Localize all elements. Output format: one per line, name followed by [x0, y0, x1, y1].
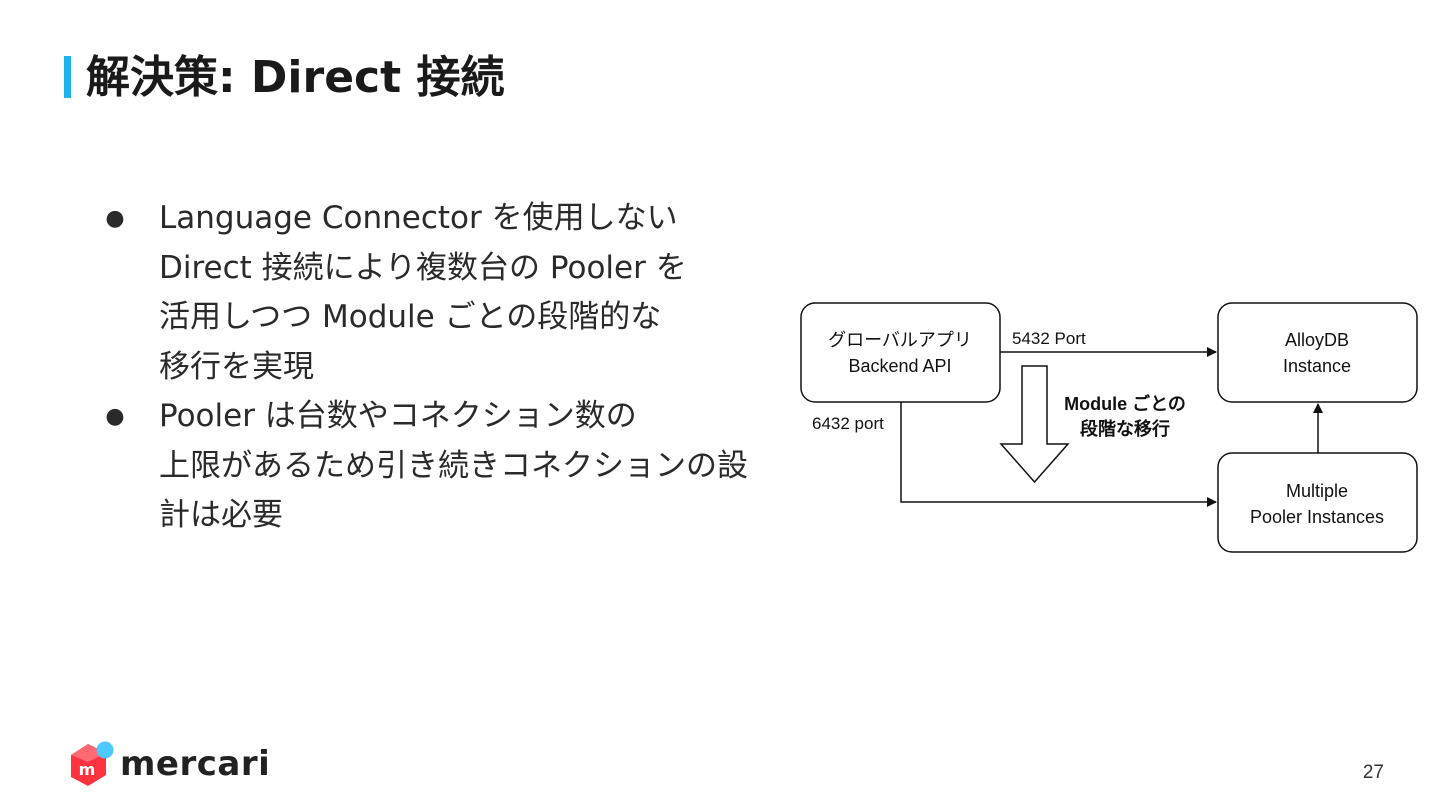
pooler-instances-node: Multiple Pooler Instances	[1217, 452, 1418, 553]
direct-port-label: 5432 Port	[1012, 329, 1086, 348]
pooler-node-label-1: Multiple	[1286, 481, 1348, 501]
slide-title: 解決策: Direct 接続	[86, 52, 505, 103]
bullet-marker: ●	[105, 206, 125, 231]
pooler-port-label: 6432 port	[812, 414, 884, 433]
alloydb-instance-node: AlloyDB Instance	[1217, 302, 1418, 403]
backend-api-node-label-1: グローバルアプリ	[828, 330, 972, 350]
bullet-line: 上限があるため引き続きコネクションの設	[159, 447, 748, 484]
migration-down-arrow-icon	[999, 365, 1070, 484]
bullet-line: Direct 接続により複数台の Pooler を	[159, 249, 687, 286]
mercari-logo-mark-icon: m	[71, 741, 114, 786]
title-accent-bar	[64, 56, 71, 98]
page-number: 27	[1362, 762, 1384, 783]
pooler-connection-arrow	[900, 402, 1217, 507]
bullet-marker: ●	[105, 404, 125, 429]
bullet-line: Language Connector を使用しない	[159, 200, 678, 236]
pooler-node-label-2: Pooler Instances	[1250, 507, 1384, 527]
migration-note-line-2: 段階な移行	[1080, 418, 1170, 439]
backend-api-node-label-2: Backend API	[848, 356, 951, 376]
bullet-line: 活用しつつ Module ごとの段階的な	[159, 299, 662, 335]
bullet-line: Pooler は台数やコネクション数の	[159, 398, 637, 434]
bullet-item: ● Pooler は台数やコネクション数の 上限があるため引き続きコネクションの…	[100, 392, 800, 541]
architecture-diagram: グローバルアプリ Backend API AlloyDB Instance Mu…	[800, 302, 1418, 553]
alloydb-node-label-2: Instance	[1283, 356, 1351, 376]
bullet-line: 移行を実現	[159, 348, 314, 385]
mercari-wordmark: mercari	[120, 744, 271, 784]
logo-mark-letter: m	[79, 760, 96, 779]
bullet-item: ● Language Connector を使用しない Direct 接続により…	[100, 194, 800, 392]
mercari-logo: m mercari	[66, 740, 270, 794]
alloydb-node-label-1: AlloyDB	[1285, 330, 1349, 350]
migration-note-line-1: Module ごとの	[1064, 393, 1186, 414]
bullet-line: 計は必要	[159, 497, 283, 533]
backend-api-node: グローバルアプリ Backend API	[800, 302, 1001, 403]
bullet-list: ● Language Connector を使用しない Direct 接続により…	[100, 194, 800, 541]
